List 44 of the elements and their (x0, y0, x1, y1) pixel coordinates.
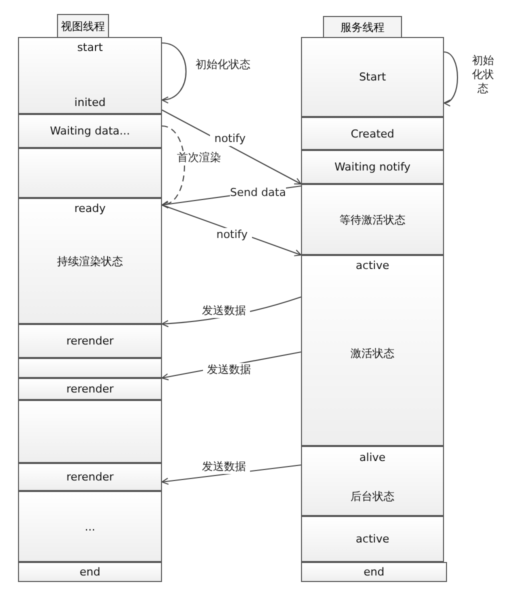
state-label: start (76, 41, 104, 54)
state-label: 激活状态 (350, 346, 396, 361)
arrow (444, 51, 458, 106)
state-label: inited (73, 96, 107, 109)
arrow (162, 42, 187, 103)
state-box (18, 114, 162, 148)
state-box (301, 255, 444, 446)
state-box (301, 150, 444, 184)
state-box (18, 324, 162, 358)
state-box (18, 198, 162, 324)
state-box (18, 358, 162, 378)
state-label: end (362, 566, 386, 578)
state-box (18, 378, 162, 400)
state-label: active (354, 259, 390, 272)
state-label: Start (358, 70, 387, 84)
state-box (301, 562, 447, 582)
state-box (301, 446, 444, 516)
state-box (18, 562, 162, 582)
state-box (18, 400, 162, 463)
state-label: alive (358, 451, 387, 464)
state-box (301, 516, 444, 562)
state-label: Created (350, 127, 396, 140)
state-box (18, 491, 162, 562)
arrow (162, 125, 185, 208)
state-box (301, 37, 444, 117)
thread-tab: 服务线程 (323, 16, 402, 38)
state-label: 持续渲染状态 (56, 254, 124, 269)
state-label: ready (73, 202, 107, 215)
state-box (301, 184, 444, 255)
state-box (18, 148, 162, 198)
state-box (18, 463, 162, 491)
state-label: active (354, 532, 390, 546)
state-label: ... (84, 520, 96, 533)
state-label: end (78, 566, 102, 578)
state-label: rerender (65, 334, 115, 348)
state-label: rerender (65, 382, 115, 396)
state-label: 后台状态 (350, 489, 396, 504)
state-box (301, 117, 444, 150)
state-label: 等待激活状态 (338, 212, 406, 227)
state-label: Waiting notify (333, 160, 412, 174)
state-box (18, 37, 162, 114)
state-label: rerender (65, 470, 115, 484)
thread-tab: 视图线程 (57, 14, 109, 38)
state-label: Waiting data... (48, 124, 132, 138)
